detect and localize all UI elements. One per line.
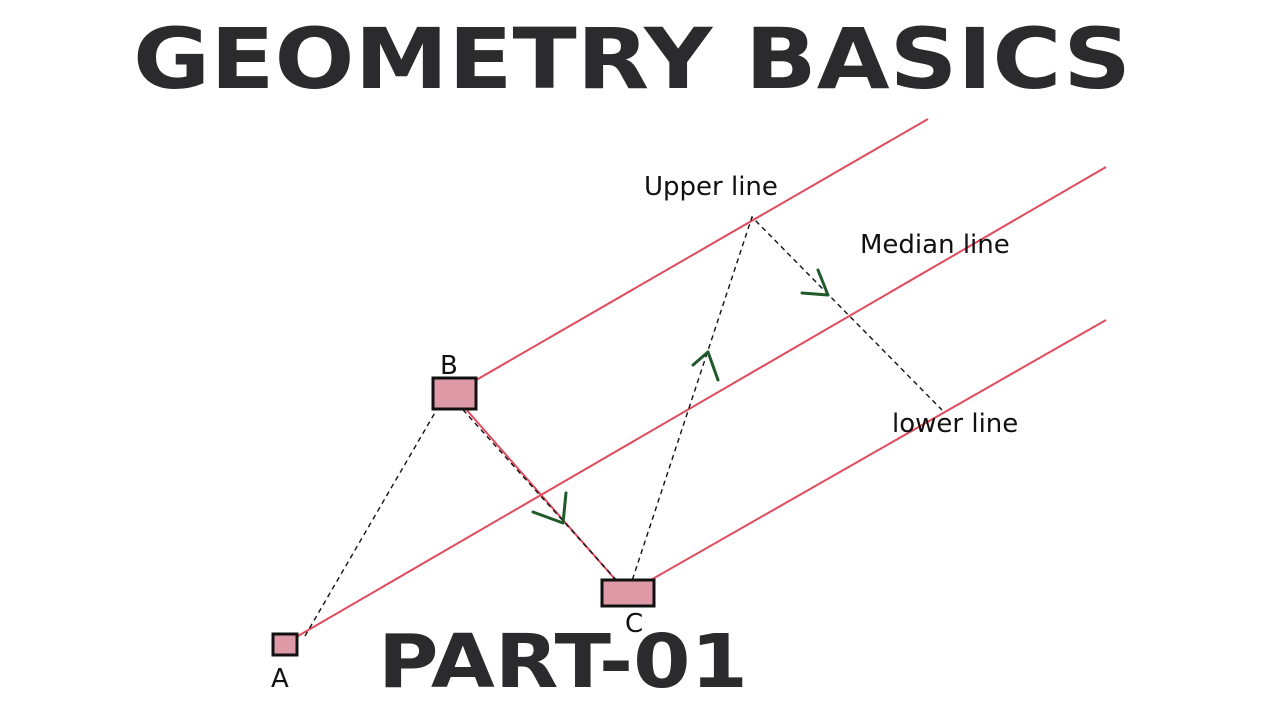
point-a-marker [271,632,299,657]
median-line-label: Median line [860,230,1010,260]
point-c-label: C [625,609,643,639]
lower-line-label: lower line [892,409,1018,439]
guide-path [304,215,943,637]
point-b-label: B [440,351,458,381]
point-c-marker [600,578,656,608]
arrow-down-icon [531,491,568,525]
point-a-label: A [271,664,289,694]
point-b-marker [431,376,478,411]
lower-line [627,319,1107,594]
title: GEOMETRY BASICS [133,10,1131,108]
median-line [297,166,1107,637]
arrow-right-icon [800,268,830,297]
upper-line [451,118,929,395]
arrow-up-icon [691,350,720,382]
upper-line-label: Upper line [644,172,778,202]
subtitle: PART-01 [378,619,748,705]
